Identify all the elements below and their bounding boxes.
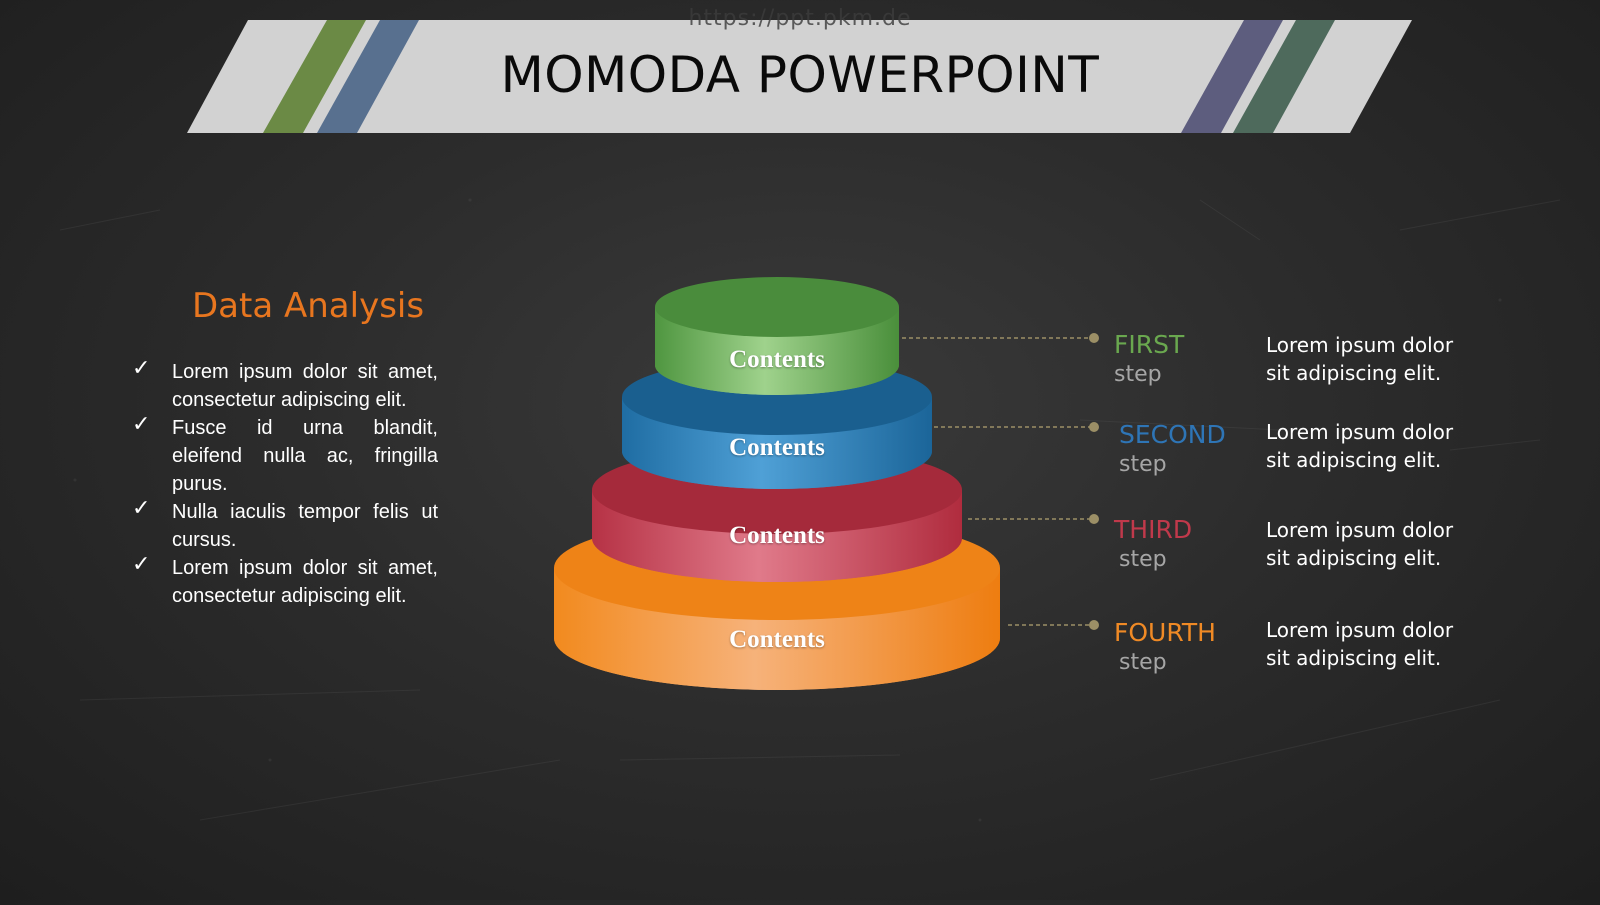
bullet-text: Fusce id urna blandit, eleifend nulla ac… — [172, 417, 438, 495]
step-sub-second: step — [1119, 452, 1167, 477]
bullet-item: ✓ Lorem ipsum dolor sit amet, consectetur… — [132, 355, 438, 414]
step-title-third: THIRD — [1114, 515, 1193, 544]
connector-dot-2 — [1089, 422, 1099, 432]
bullet-item: ✓ Nulla iaculis tempor felis ut cursus. — [132, 495, 438, 554]
bullet-text: Lorem ipsum dolor sit amet, consectetur … — [172, 361, 438, 411]
connector-dot-4 — [1089, 620, 1099, 630]
page-title: MOMODA POWERPOINT — [500, 46, 1100, 104]
connector-dot-1 — [1089, 333, 1099, 343]
title-banner: https://ppt.pkm.de MOMODA POWERPOINT — [0, 0, 1600, 140]
bullet-item: ✓ Fusce id urna blandit, eleifend nulla a… — [132, 411, 438, 498]
bullet-text: Lorem ipsum dolor sit amet, consectetur … — [172, 557, 438, 607]
step-sub-fourth: step — [1119, 650, 1167, 675]
tier-label-4: Contents — [729, 626, 825, 653]
watermark-text: https://ppt.pkm.de — [688, 6, 912, 31]
bullet-text: Nulla iaculis tempor felis ut cursus. — [172, 501, 438, 551]
section-title: Data Analysis — [192, 286, 425, 326]
step-title-fourth: FOURTH — [1114, 618, 1216, 647]
step-sub-third: step — [1119, 547, 1167, 572]
checkmark-icon: ✓ — [132, 551, 151, 576]
step-desc-fourth: Lorem ipsum dolor sit adipiscing elit. — [1266, 618, 1454, 670]
checkmark-icon: ✓ — [132, 355, 151, 380]
step-title-first: FIRST — [1114, 330, 1185, 359]
connector-dot-3 — [1089, 514, 1099, 524]
step-title-second: SECOND — [1119, 420, 1226, 449]
tier-label-2: Contents — [729, 434, 825, 461]
tier-label-3: Contents — [729, 522, 825, 549]
checkmark-icon: ✓ — [132, 495, 151, 520]
bullet-item: ✓ Lorem ipsum dolor sit amet, consectetur… — [132, 551, 438, 610]
banner-shape — [187, 20, 1412, 133]
bullet-list: ✓ Lorem ipsum dolor sit amet, consectetur… — [132, 355, 438, 610]
pyramid-tier-1 — [655, 277, 899, 395]
step-sub-first: step — [1114, 362, 1162, 387]
step-desc-first: Lorem ipsum dolor sit adipiscing elit. — [1266, 333, 1454, 385]
tier-label-1: Contents — [729, 346, 825, 373]
step-desc-second: Lorem ipsum dolor sit adipiscing elit. — [1266, 420, 1454, 472]
checkmark-icon: ✓ — [132, 411, 151, 436]
step-desc-third: Lorem ipsum dolor sit adipiscing elit. — [1266, 518, 1454, 570]
